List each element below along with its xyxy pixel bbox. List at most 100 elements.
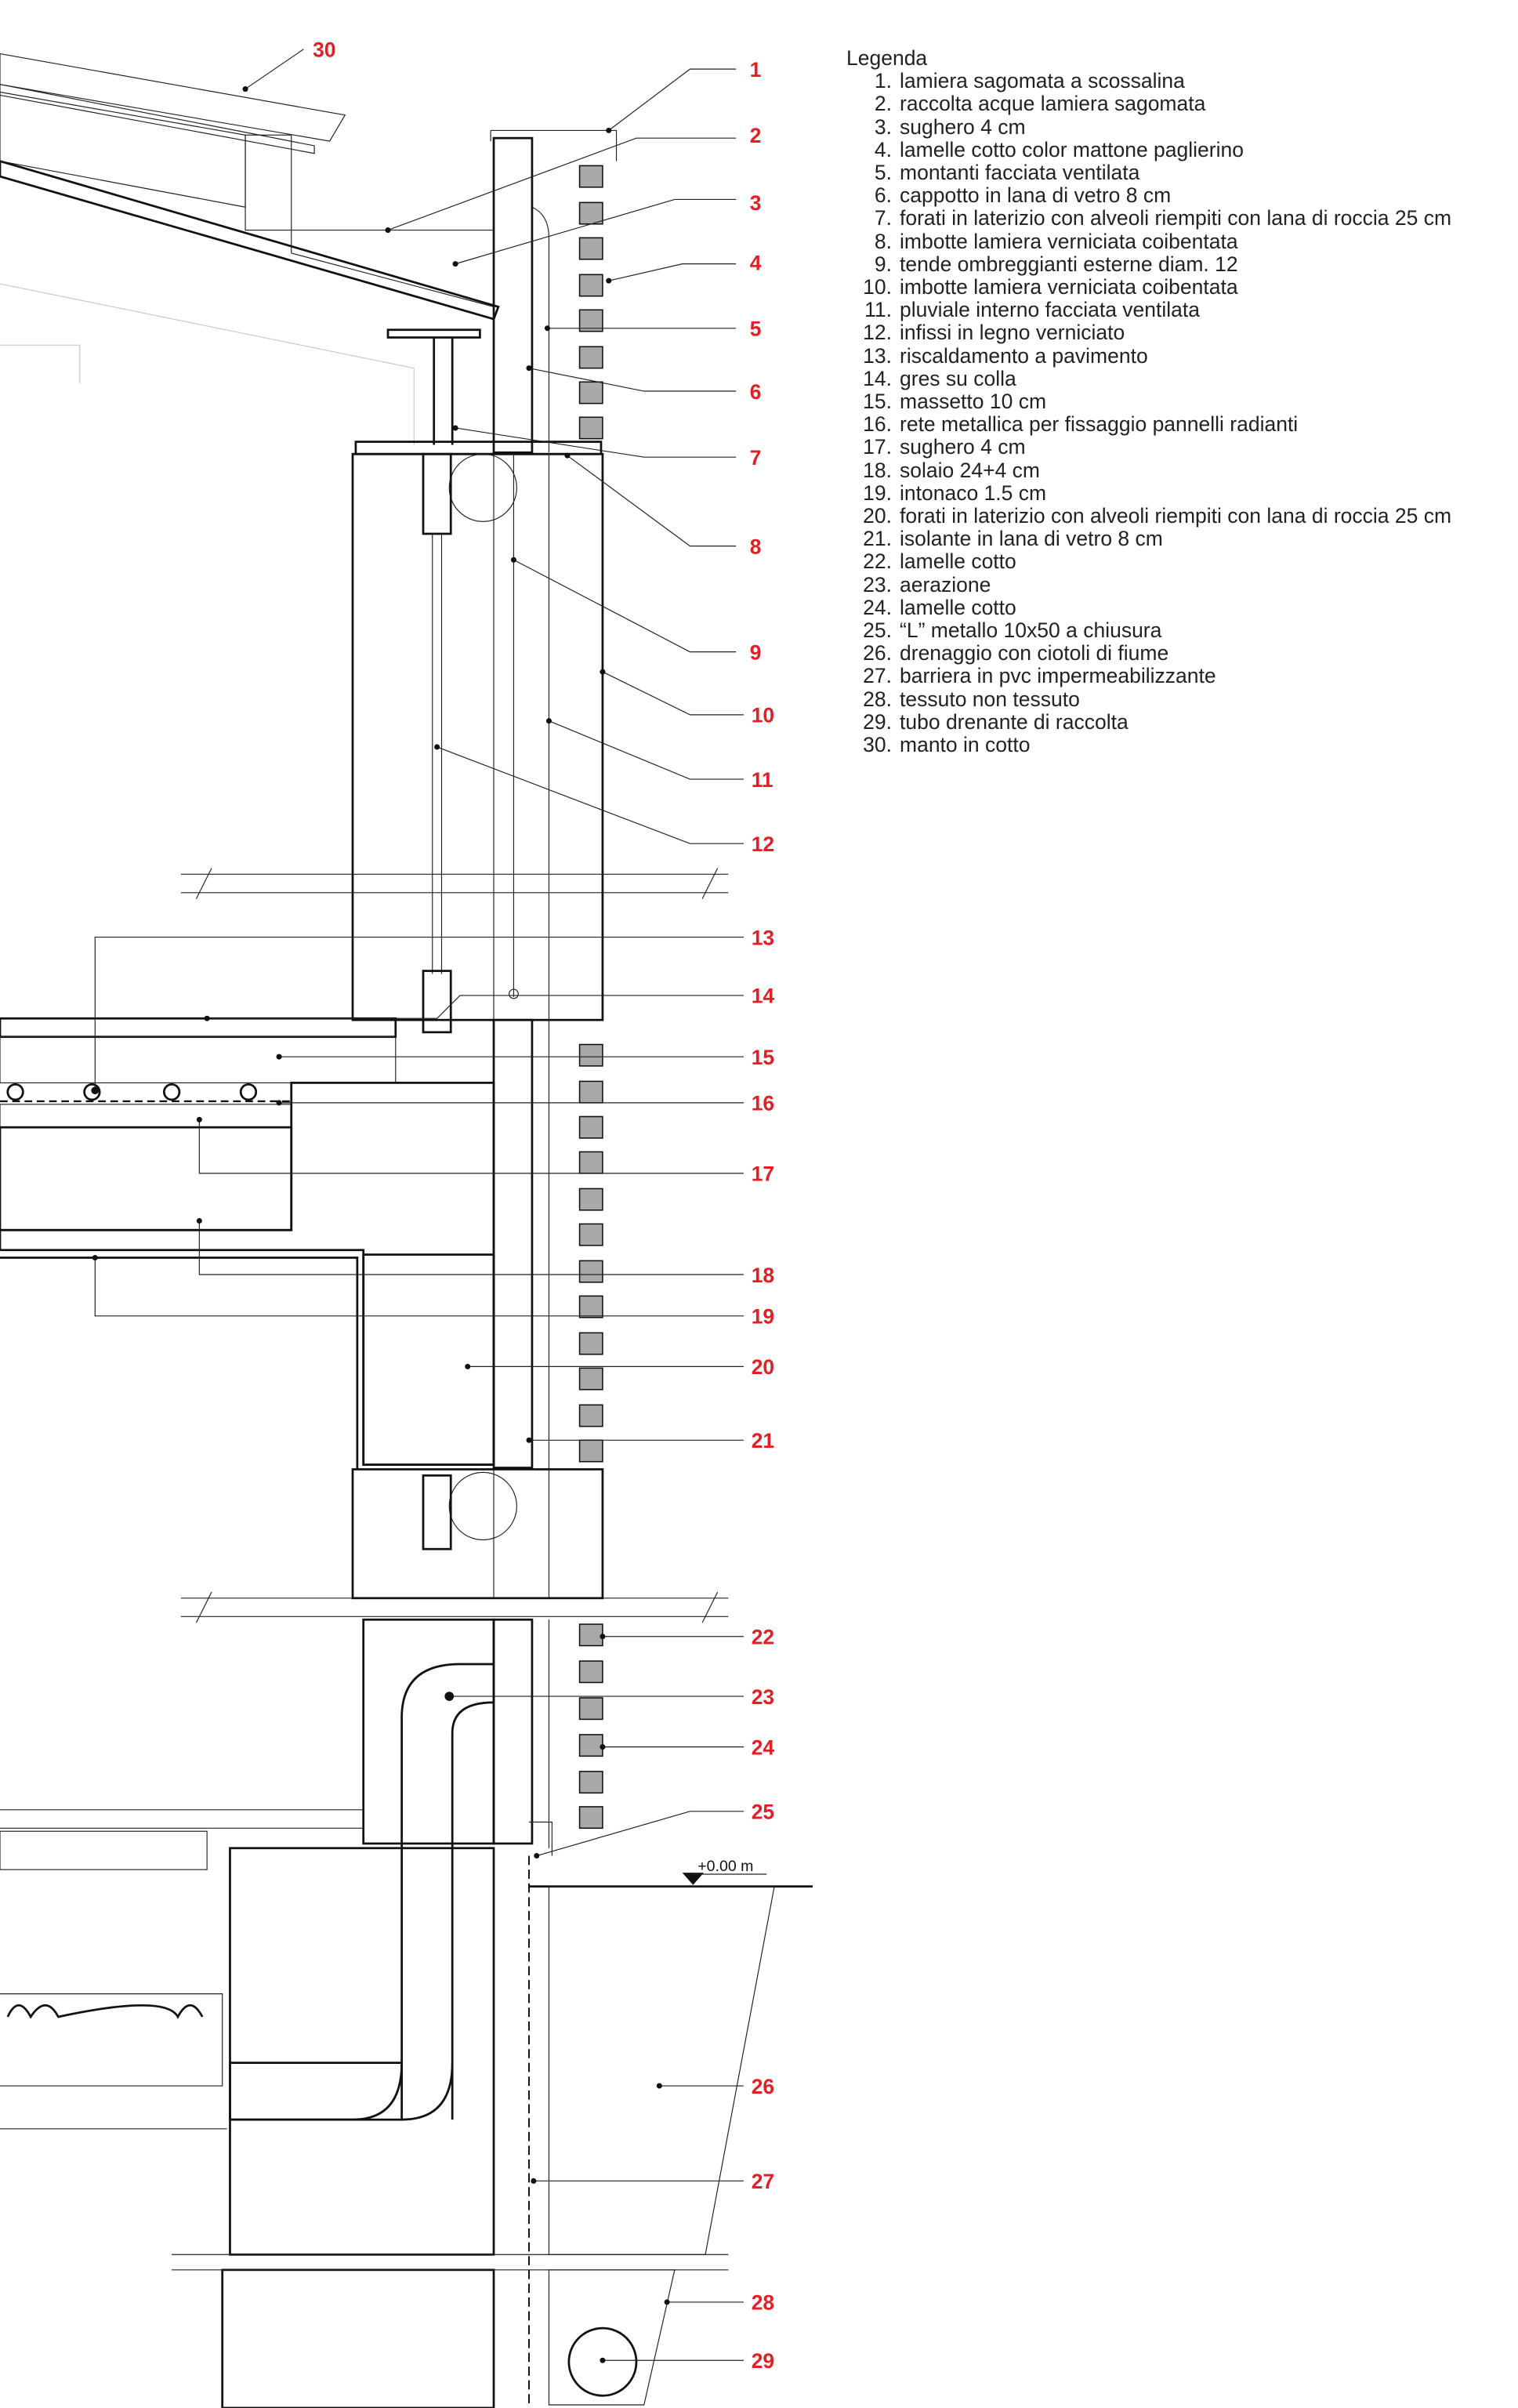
legend-item-number: 30.	[863, 733, 892, 757]
callout-1: 1	[750, 58, 762, 82]
legend-item: 22.lamelle cotto	[846, 550, 1451, 573]
cotto-lamella	[578, 1771, 603, 1794]
legend-item: 15.massetto 10 cm	[846, 390, 1451, 413]
legend-item-text: intonaco 1.5 cm	[900, 481, 1047, 505]
callout-12: 12	[752, 832, 774, 856]
legend-item-number: 27.	[863, 664, 892, 688]
cotto-lamella	[578, 1295, 603, 1318]
legend-item-text: montanti facciata ventilata	[900, 161, 1140, 185]
floor-slab	[0, 1017, 550, 1470]
callout-10: 10	[752, 704, 774, 727]
cotto-lamella	[578, 1734, 603, 1757]
legend-item: 9. tende ombreggianti esterne diam. 12	[846, 252, 1451, 276]
legend-item-text: drenaggio con ciotoli di fiume	[900, 641, 1169, 665]
callout-numbers: 1 2 3 4 5 6 7 8 9 10 11 12 13 14 15 16 1…	[313, 38, 774, 2373]
legend-item: 21.isolante in lana di vetro 8 cm	[846, 528, 1451, 550]
legend-item-number: 5.	[874, 161, 892, 185]
callout-27: 27	[752, 2170, 774, 2193]
legend-item-number: 19.	[863, 481, 892, 505]
legend-item-number: 14.	[863, 366, 892, 390]
legend-item: 4.lamelle cotto color mattone paglierino	[846, 137, 1451, 161]
legend-item-number: 20.	[863, 504, 892, 528]
legend-item-number: 22.	[863, 549, 892, 574]
legend-item: 7.forati in laterizio con alveoli riempi…	[846, 207, 1451, 230]
callout-21: 21	[752, 1429, 774, 1452]
callout-23: 23	[752, 1685, 774, 1709]
legend-item-text: rete metallica per fissaggio pannelli ra…	[900, 412, 1299, 437]
legend-item-text: tubo drenante di raccolta	[900, 709, 1129, 734]
cotto-lamella	[578, 1660, 603, 1684]
callout-18: 18	[752, 1264, 774, 1287]
legend-item-text: manto in cotto	[900, 733, 1031, 757]
callout-14: 14	[752, 985, 775, 1008]
legend-item-number: 18.	[863, 458, 892, 482]
callout-26: 26	[752, 2075, 774, 2098]
legend-item-text: raccolta acque lamiera sagomata	[900, 92, 1206, 116]
legend-item: 17.sughero 4 cm	[846, 436, 1451, 459]
callout-2: 2	[750, 124, 762, 147]
legend-item: 25.“L” metallo 10x50 a chiusura	[846, 618, 1451, 643]
cotto-lamella	[578, 416, 603, 440]
cotto-lamella	[578, 274, 603, 297]
callout-25: 25	[752, 1801, 774, 1824]
legend-item-number: 11.	[864, 298, 892, 322]
callout-30: 30	[313, 38, 335, 61]
legend-item: 28.tessuto non tessuto	[846, 687, 1451, 711]
elevation-label: +0.00 m	[697, 1858, 753, 1875]
callout-13: 13	[752, 926, 774, 949]
legend-item-text: forati in laterizio con alveoli riempiti…	[900, 504, 1452, 528]
legend-item-text: tende ombreggianti esterne diam. 12	[900, 252, 1238, 276]
legend-item-number: 8.	[874, 229, 892, 253]
legend-item-text: sughero 4 cm	[900, 114, 1026, 139]
legend-title: Legenda	[846, 46, 928, 70]
legend-item: 12.infissi in legno verniciato	[846, 321, 1451, 344]
legend-item: 14. gres su colla	[846, 366, 1451, 390]
elevation-marker-icon	[682, 1873, 705, 1885]
upper-wall	[351, 129, 618, 1034]
legend-item-text: solaio 24+4 cm	[900, 458, 1040, 482]
legend-item: 6.cappotto in lana di vetro 8 cm	[846, 184, 1451, 207]
callout-9: 9	[750, 640, 762, 664]
callout-16: 16	[752, 1092, 774, 1115]
cotto-lamella	[578, 1188, 603, 1211]
legend-item-text: barriera in pvc impermeabilizzante	[900, 664, 1216, 688]
callout-7: 7	[750, 446, 762, 470]
callout-4: 4	[750, 251, 762, 274]
legend-item-number: 13.	[863, 343, 892, 368]
callout-22: 22	[752, 1626, 774, 1649]
cotto-lamella	[578, 1806, 603, 1830]
legend-item: 3.sughero 4 cm	[846, 114, 1451, 139]
cotto-lamella	[578, 1043, 603, 1067]
legend-item-number: 7.	[874, 206, 892, 230]
legend-item: 30. manto in cotto	[846, 733, 1451, 757]
legend-item: 8. imbotte lamiera verniciata coibentata	[846, 230, 1451, 253]
legend-item-number: 9.	[874, 252, 892, 276]
legend-item: 2.raccolta acque lamiera sagomata	[846, 92, 1451, 115]
legend-item: 11. pluviale interno facciata ventilata	[846, 299, 1451, 321]
legend-item-number: 24.	[863, 595, 892, 619]
legend-item-text: riscaldamento a pavimento	[900, 343, 1148, 368]
cotto-lamella	[578, 1439, 603, 1463]
legend-item-text: infissi in legno verniciato	[900, 321, 1125, 345]
legend-item: 13. riscaldamento a pavimento	[846, 343, 1451, 368]
cotto-lamella	[578, 1367, 603, 1391]
legend-item-text: gres su colla	[900, 366, 1016, 390]
legend-item-text: lamelle cotto	[900, 595, 1016, 619]
callout-29: 29	[752, 2349, 774, 2373]
legend-item-number: 16.	[863, 412, 892, 437]
cotto-lamella	[578, 309, 603, 332]
drain-pipe	[567, 2326, 638, 2397]
legend-item-number: 17.	[863, 435, 892, 459]
legend-item-text: “L” metallo 10x50 a chiusura	[900, 618, 1162, 643]
legend-item-text: imbotte lamiera verniciata coibentata	[900, 229, 1238, 253]
legend-item-text: aerazione	[900, 572, 991, 597]
legend-item-text: pluviale interno facciata ventilata	[900, 298, 1201, 322]
callout-5: 5	[750, 317, 762, 341]
legend-item-number: 21.	[863, 527, 892, 551]
legend-item-text: lamelle cotto color mattone paglierino	[900, 137, 1244, 161]
callout-19: 19	[752, 1305, 774, 1329]
legend-item: 18. solaio 24+4 cm	[846, 459, 1451, 482]
